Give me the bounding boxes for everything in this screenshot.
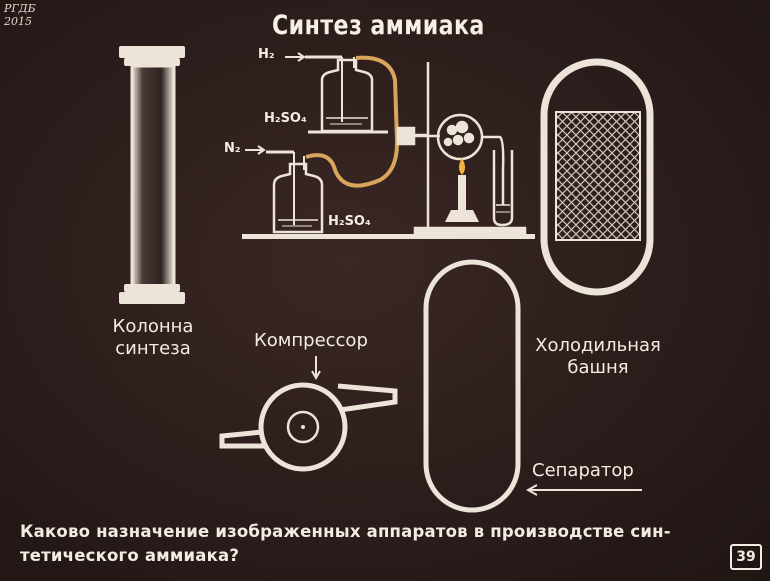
arrow-icon [285, 52, 306, 62]
arrow-icon [311, 356, 321, 381]
watermark-line1: РГДБ [4, 2, 36, 15]
h2so4-top-label: H₂SO₄ [264, 111, 307, 126]
wash-bottle-n2 [266, 150, 324, 234]
flame-icon [459, 158, 465, 175]
watermark: РГДБ 2015 [4, 2, 36, 28]
separator [423, 259, 521, 513]
synthesis-column [119, 46, 185, 304]
page-number: 39 [730, 544, 762, 570]
compressor [219, 382, 398, 472]
cooling-tower-label-line2: башня [567, 357, 629, 378]
separator-label: Сепаратор [532, 460, 634, 481]
rubber-tube-h2 [355, 55, 399, 141]
rubber-tube-n2 [305, 139, 400, 188]
cooling-tower [540, 58, 654, 296]
arrow-icon [245, 145, 266, 155]
synthesis-column-label: Колонна синтеза [108, 316, 198, 360]
cooling-tower-label: Холодильная башня [528, 335, 668, 379]
catalyst-tube [396, 113, 505, 205]
question-text: Каково назначение изображенных аппаратов… [20, 522, 671, 565]
lab-table [242, 234, 535, 239]
burner [445, 158, 479, 222]
n2-label: N₂ [224, 141, 241, 156]
synthesis-column-label-line1: Колонна [112, 316, 194, 337]
synthesis-column-label-line2: синтеза [115, 338, 191, 359]
h2so4-bottom-label: H₂SO₄ [328, 214, 371, 229]
test-tube [492, 150, 514, 227]
compressor-label: Компрессор [254, 330, 368, 351]
h2-label: H₂ [258, 47, 275, 62]
wash-bottle-h2 [305, 55, 388, 134]
arrow-icon [525, 484, 642, 496]
watermark-line2: 2015 [4, 15, 32, 28]
cooling-tower-label-line1: Холодильная [535, 335, 661, 356]
page-title: Синтез аммиака [272, 10, 485, 41]
